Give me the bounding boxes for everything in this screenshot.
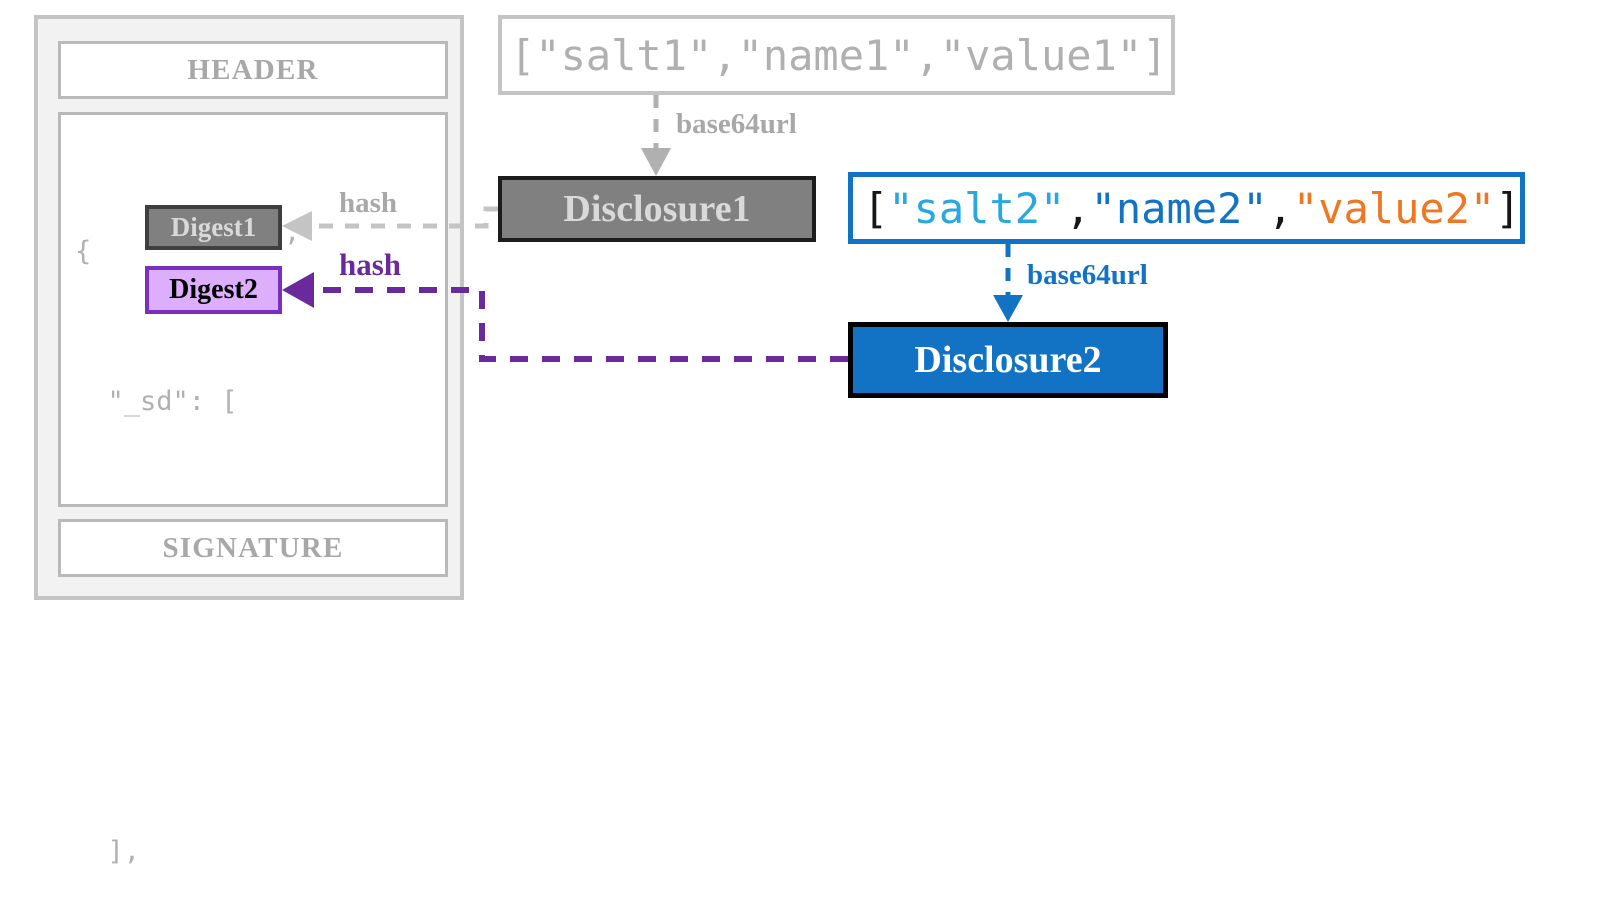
salt2-token: "salt2" (888, 183, 1066, 233)
disclosure2-box[interactable]: Disclosure2 (848, 322, 1168, 398)
json-code-block: { "_sd": [ ], ... } (75, 127, 238, 900)
jwt-header-label: HEADER (187, 53, 319, 86)
disclosure2-base64url-label: base64url (1027, 259, 1148, 291)
digest1-trailing-comma: , (284, 217, 301, 248)
jwt-header-section: HEADER (58, 41, 448, 99)
json-line-sd-key: "_sd": [ (75, 386, 238, 417)
bracket-close-token: ] (1495, 183, 1521, 233)
bracket-open-token: [ (863, 183, 889, 233)
json-line-digest2-slot (75, 677, 238, 727)
json-line-array-close: ], (75, 836, 141, 867)
base64url-arrow-1 (641, 95, 671, 176)
disclosure1-box[interactable]: Disclosure1 (498, 176, 816, 242)
jwt-signature-section: SIGNATURE (58, 519, 448, 577)
comma2-token: , (1267, 183, 1293, 233)
disclosure2-array-box[interactable]: ["salt2","name2","value2"] (848, 172, 1525, 244)
value2-token: "value2" (1292, 183, 1496, 233)
digest1-chip[interactable]: Digest1 (145, 205, 282, 250)
disclosure1-base64url-label: base64url (676, 108, 797, 140)
json-line-brace-open: { (75, 236, 92, 267)
comma1-token: , (1065, 183, 1091, 233)
disclosure1-array-box[interactable]: ["salt1","name1","value1"] (498, 15, 1175, 95)
disclosure2-hash-label: hash (339, 247, 402, 282)
disclosure1-hash-label: hash (339, 187, 398, 219)
base64url-arrow-2 (993, 244, 1023, 322)
digest2-chip[interactable]: Digest2 (145, 266, 282, 314)
name2-token: "name2" (1090, 183, 1268, 233)
jwt-signature-label: SIGNATURE (162, 531, 344, 564)
